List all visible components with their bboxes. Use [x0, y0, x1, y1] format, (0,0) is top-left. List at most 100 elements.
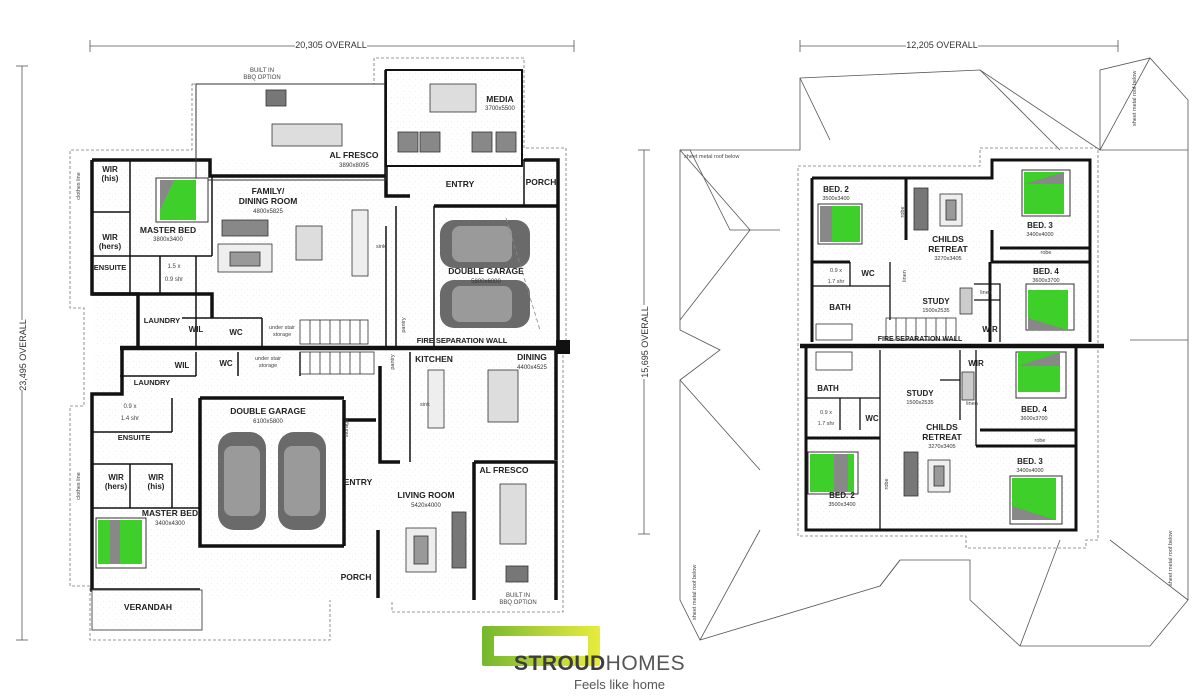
svg-text:linen: linen — [902, 270, 908, 282]
ensuite-lower: ENSUITE — [118, 433, 151, 442]
first-eaves-outline — [797, 147, 1099, 549]
first-upper-inner — [812, 262, 1001, 342]
svg-text:RETREAT: RETREAT — [928, 244, 968, 254]
first-upper-walls — [810, 158, 1092, 342]
laundry-lower: LAUNDRY — [134, 378, 170, 387]
svg-text:under stair: under stair — [269, 325, 295, 331]
ground-overall-width: 20,305 OVERALL — [295, 40, 367, 50]
svg-text:(hers): (hers) — [99, 242, 122, 251]
roof-note-bottom-left: sheet metal roof below — [692, 565, 698, 620]
bed4-lower: BED. 4 — [1021, 405, 1047, 414]
svg-text:1.4 shr: 1.4 shr — [121, 416, 139, 422]
study-upper: STUDY — [922, 297, 950, 306]
svg-text:3270x3405: 3270x3405 — [934, 256, 961, 262]
svg-text:linen: linen — [966, 401, 978, 407]
svg-text:3400x4000: 3400x4000 — [1016, 468, 1043, 474]
retreat-upper: CHILDS — [932, 234, 964, 244]
dining-label: DINING — [517, 352, 547, 362]
bed2-lower: BED. 2 — [829, 491, 855, 500]
svg-text:3500x3400: 3500x3400 — [822, 196, 849, 202]
svg-text:5800x6000: 5800x6000 — [471, 279, 501, 285]
svg-text:6100x5800: 6100x5800 — [253, 419, 283, 425]
lower-master-bed — [95, 517, 147, 569]
upper-garage-cars — [440, 217, 541, 331]
svg-text:sink: sink — [376, 244, 386, 250]
study-lower: STUDY — [906, 389, 934, 398]
wir-first-upper: WIR — [982, 325, 998, 334]
wir-his-upper: WIR — [102, 165, 118, 174]
ground-floor-plan: 20,305 OVERALL 23,495 OVERALL — [16, 39, 575, 641]
ground-lower-labels: LAUNDRY WIL WC under stair storage KITCH… — [76, 352, 548, 612]
wc-lower: WC — [219, 359, 233, 368]
bbq-label-1: BUILT IN — [250, 68, 274, 74]
svg-text:sink: sink — [420, 402, 430, 408]
wir-hers-upper: WIR — [102, 233, 118, 242]
svg-text:4800x5825: 4800x5825 — [253, 209, 283, 215]
first-lower-inner — [806, 350, 977, 530]
bed2-upper: BED. 2 — [823, 185, 849, 194]
svg-text:under stair: under stair — [255, 356, 281, 362]
ground-upper-labels: BUILT IN BBQ OPTION AL FRESCO 3890x8095 … — [76, 68, 556, 345]
svg-text:BUILT IN: BUILT IN — [506, 593, 530, 599]
svg-text:pantry: pantry — [390, 354, 396, 370]
first-overall-width: 12,205 OVERALL — [906, 40, 978, 50]
brand-tagline: Feels like home — [574, 677, 666, 692]
svg-text:3800x3400: 3800x3400 — [153, 237, 183, 243]
roof-note-bottom-right: sheet metal roof below — [1168, 531, 1174, 586]
svg-text:4400x4525: 4400x4525 — [517, 365, 547, 371]
svg-text:1500x2535: 1500x2535 — [906, 400, 933, 406]
svg-text:3400x4300: 3400x4300 — [155, 521, 185, 527]
master-bed-upper: MASTER BED — [140, 225, 196, 235]
svg-text:BBQ OPTION: BBQ OPTION — [499, 600, 536, 606]
svg-text:3400x4000: 3400x4000 — [1026, 232, 1053, 238]
svg-text:storage: storage — [273, 332, 291, 338]
svg-text:0.9 x: 0.9 x — [830, 268, 842, 274]
wc-first-upper: WC — [861, 269, 875, 278]
first-lower-walls — [804, 346, 1078, 532]
roof-outline — [679, 57, 1189, 647]
svg-text:robe: robe — [884, 478, 890, 489]
alfresco-lower: AL FRESCO — [480, 465, 529, 475]
roof-note-left: sheet metal roof below — [684, 154, 739, 160]
svg-text:1.7 shr: 1.7 shr — [828, 279, 845, 285]
svg-text:RETREAT: RETREAT — [922, 432, 962, 442]
svg-text:1.5 x: 1.5 x — [167, 264, 180, 270]
entry-upper: ENTRY — [446, 179, 475, 189]
bath-upper: BATH — [829, 303, 851, 312]
svg-text:3600x3700: 3600x3700 — [1032, 278, 1059, 284]
lower-garage-cars — [218, 432, 326, 530]
svg-text:clothes line: clothes line — [76, 172, 82, 200]
svg-text:0.9 x: 0.9 x — [123, 404, 136, 410]
svg-text:1500x2535: 1500x2535 — [922, 308, 949, 314]
retreat-lower: CHILDS — [926, 422, 958, 432]
svg-text:0.9 shr: 0.9 shr — [165, 277, 183, 283]
first-beds — [807, 169, 1075, 525]
svg-text:clothes line: clothes line — [76, 472, 82, 500]
wil-lower: WIL — [175, 361, 190, 370]
wc-first-lower: WC — [865, 414, 879, 423]
svg-text:3500x3400: 3500x3400 — [828, 502, 855, 508]
bed3-lower: BED. 3 — [1017, 457, 1043, 466]
lower-stairs — [299, 351, 375, 375]
svg-text:robe: robe — [1034, 438, 1045, 444]
media-dim: 3700x5500 — [485, 106, 515, 112]
svg-text:robe: robe — [1040, 250, 1051, 256]
upper-stairs — [299, 319, 369, 345]
bed3-upper: BED. 3 — [1027, 221, 1053, 230]
living-label: LIVING ROOM — [397, 490, 454, 500]
ensuite-upper: ENSUITE — [94, 263, 127, 272]
first-lower-labels: BATH STUDY 1500x2535 WIR WC BED. 4 3600x… — [817, 359, 1047, 508]
brand-name-light: HOMES — [605, 652, 686, 675]
ground-upper-inner-walls — [92, 159, 525, 346]
wc-upper: WC — [229, 328, 243, 337]
media-label: MEDIA — [486, 94, 513, 104]
wir-hers-lower: WIR — [108, 473, 124, 482]
master-bed-lower: MASTER BED — [142, 508, 198, 518]
ground-furniture — [217, 83, 529, 583]
svg-text:(hers): (hers) — [105, 482, 128, 491]
brand-name: STROUDHOMES — [514, 652, 685, 676]
roof-note-top-right: sheet metal roof below — [1132, 71, 1138, 126]
first-overall-depth: 15,695 OVERALL — [640, 306, 650, 378]
svg-text:storage: storage — [259, 363, 277, 369]
